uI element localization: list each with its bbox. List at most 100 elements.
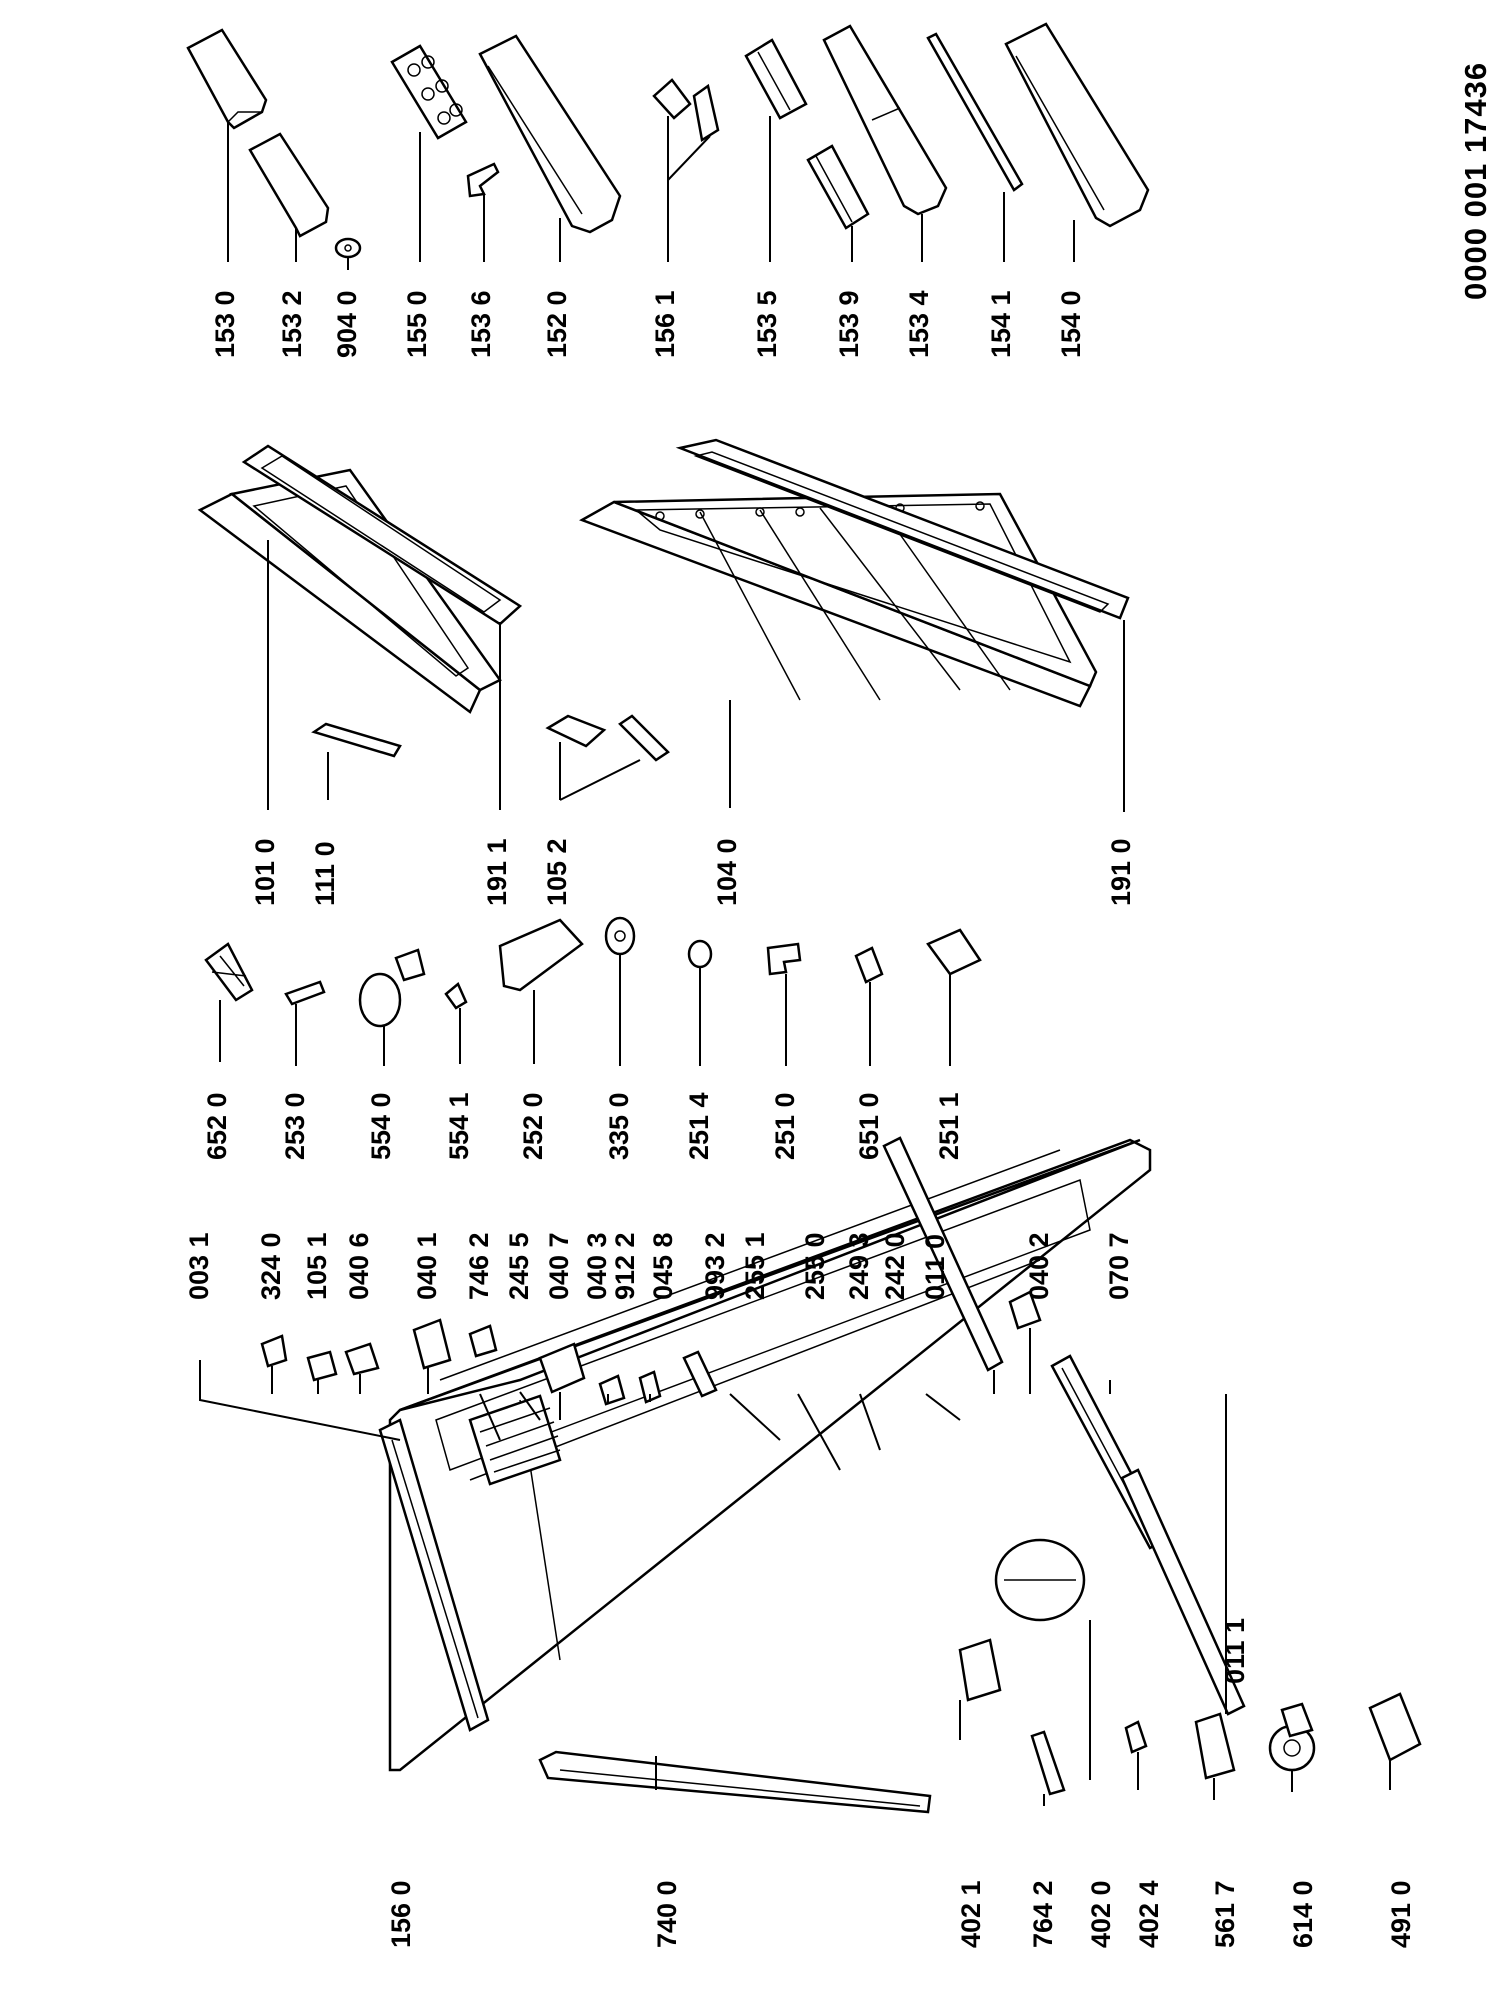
label-153-5: 153 5 <box>752 290 782 358</box>
label-402-4: 402 4 <box>1134 1880 1164 1948</box>
label-152-0: 152 0 <box>542 290 572 358</box>
part-191-1-shape <box>241 444 523 626</box>
label-153-9: 153 9 <box>834 290 864 358</box>
label-912-2: 912 2 <box>610 1232 640 1300</box>
label-324-0: 324 0 <box>256 1232 286 1300</box>
part-251-4-shape <box>687 939 713 969</box>
small-parts-upper-left <box>260 1318 718 1406</box>
label-191-1: 191 1 <box>482 838 512 906</box>
label-402-1: 402 1 <box>956 1880 986 1948</box>
label-252-0: 252 0 <box>518 1092 548 1160</box>
document-number: 0000 001 17436 <box>1458 61 1493 300</box>
leaders-left-column <box>199 1328 1391 1806</box>
label-111-0: 111 0 <box>310 841 340 906</box>
label-251-0: 251 0 <box>770 1092 800 1160</box>
label-764-2: 764 2 <box>1028 1880 1058 1948</box>
part-764-2-shape <box>1030 1730 1066 1796</box>
part-153-9-shape <box>806 144 870 230</box>
label-011-0: 011 0 <box>920 1233 950 1300</box>
part-402-4-shape <box>1124 1720 1148 1754</box>
label-740-0: 740 0 <box>652 1880 682 1948</box>
label-402-0: 402 0 <box>1086 1880 1116 1948</box>
label-045-8: 045 8 <box>648 1232 678 1300</box>
label-554-0: 554 0 <box>366 1092 396 1160</box>
part-101-0-shape <box>197 468 502 714</box>
part-651-0-shape <box>854 946 884 984</box>
leaders-door-column <box>267 540 1125 812</box>
part-614-0-shape <box>1268 1702 1316 1772</box>
label-156-0: 156 0 <box>386 1880 416 1948</box>
part-011-0-shape <box>882 1136 1004 1372</box>
label-255-1: 255 1 <box>740 1232 770 1300</box>
part-335-0-shape <box>604 916 636 956</box>
part-740-0-shape <box>538 1750 932 1814</box>
label-101-0: 101 0 <box>250 838 280 906</box>
part-402-1-shape <box>958 1638 1002 1702</box>
label-153-0: 153 0 <box>210 290 240 358</box>
label-242-0: 242 0 <box>880 1232 910 1300</box>
label-491-0: 491 0 <box>1386 1880 1416 1948</box>
label-652-0: 652 0 <box>202 1092 232 1160</box>
label-153-4: 153 4 <box>904 290 934 358</box>
label-040-6: 040 6 <box>344 1232 374 1300</box>
part-561-7-shape <box>1194 1712 1236 1780</box>
label-153-6: 153 6 <box>466 290 496 358</box>
part-652-0-shape <box>204 942 254 1002</box>
part-153-5-shape <box>744 38 808 120</box>
label-251-1: 251 1 <box>934 1092 964 1160</box>
label-011-1: 011 1 <box>1220 1617 1250 1684</box>
part-491-0-shape <box>1368 1692 1422 1762</box>
part-554-0-shape <box>358 948 426 1028</box>
leaders-right-column <box>227 116 1075 270</box>
part-153-6-shape <box>466 162 500 198</box>
part-104-0-shape <box>579 492 1098 708</box>
label-040-3: 040 3 <box>582 1232 612 1300</box>
part-105-2-shape <box>545 714 670 762</box>
label-003-1: 003 1 <box>184 1232 214 1300</box>
label-040-1: 040 1 <box>412 1232 442 1300</box>
label-554-1: 554 1 <box>444 1092 474 1160</box>
label-156-1: 156 1 <box>650 290 680 358</box>
label-104-0: 104 0 <box>712 838 742 906</box>
label-614-0: 614 0 <box>1288 1880 1318 1948</box>
part-011-1-shape <box>1120 1468 1246 1716</box>
label-335-0: 335 0 <box>604 1092 634 1160</box>
label-154-1: 154 1 <box>986 290 1016 358</box>
leaders-middle-column <box>219 954 951 1066</box>
part-251-0-shape <box>766 942 802 976</box>
label-251-4: 251 4 <box>684 1092 714 1160</box>
part-156-0-shape <box>378 1418 490 1732</box>
part-155-0-shape <box>390 44 468 140</box>
label-105-1: 105 1 <box>302 1232 332 1300</box>
label-154-0: 154 0 <box>1056 290 1086 358</box>
part-153-0-shape <box>186 28 268 130</box>
part-252-0-shape <box>498 918 584 992</box>
label-245-5: 245 5 <box>504 1232 534 1300</box>
label-155-0: 155 0 <box>402 290 432 358</box>
part-554-1-shape <box>444 981 468 1010</box>
label-904-0: 904 0 <box>332 290 362 358</box>
label-191-0: 191 0 <box>1106 838 1136 906</box>
part-040-2-shape <box>1008 1290 1042 1330</box>
part-152-0-shape <box>478 34 622 234</box>
part-153-4-shape <box>822 24 948 216</box>
label-993-2: 993 2 <box>700 1232 730 1300</box>
part-251-1-shape <box>926 928 982 976</box>
part-191-0-shape <box>675 438 1130 620</box>
part-154-0-shape <box>1004 22 1150 228</box>
label-255-0: 255 0 <box>800 1232 830 1300</box>
part-904-0-shape <box>334 237 362 259</box>
part-253-0-shape <box>284 980 326 1006</box>
label-040-2: 040 2 <box>1024 1232 1054 1300</box>
part-156-1-shape <box>652 78 720 143</box>
label-561-7: 561 7 <box>1210 1880 1240 1948</box>
label-070-7: 070 7 <box>1104 1232 1134 1300</box>
label-040-7: 040 7 <box>544 1232 574 1300</box>
label-153-2: 153 2 <box>277 290 307 358</box>
label-253-0: 253 0 <box>280 1092 310 1160</box>
label-651-0: 651 0 <box>854 1092 884 1160</box>
label-746-2: 746 2 <box>464 1232 494 1300</box>
label-105-2: 105 2 <box>542 838 572 906</box>
